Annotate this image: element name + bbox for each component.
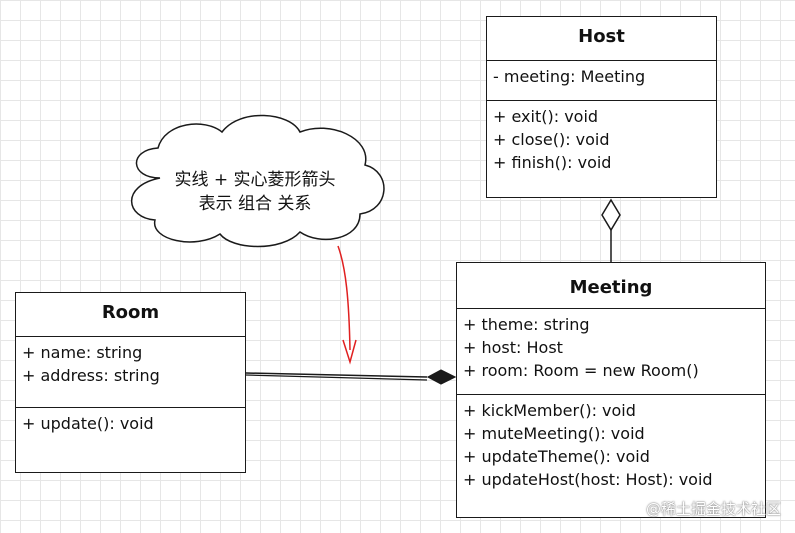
attribute: + name: string (22, 343, 143, 362)
note-line-2: 表示 组合 关系 (198, 194, 312, 214)
class-title: Meeting (457, 263, 765, 309)
watermark: @稀土掘金技术社区 (645, 500, 781, 518)
connector-room-meeting-stroke2 (245, 374, 428, 381)
connector-room-meeting (245, 372, 428, 378)
attributes-section: - meeting: Meeting (487, 61, 716, 101)
composition-diamond-meeting (426, 369, 457, 385)
class-room: Room + name: string + address: string + … (15, 292, 246, 473)
attribute: + address: string (22, 366, 160, 385)
method: + updateTheme(): void (463, 447, 650, 466)
attribute: + room: Room = new Room() (463, 361, 699, 380)
cloud-note-shape (131, 114, 385, 248)
class-title: Host (487, 17, 716, 61)
composition-note: 实线 + 实心菱形箭头 表示 组合 关系 (150, 168, 360, 216)
methods-section: + update(): void (16, 408, 245, 435)
composition-diamond-host (601, 198, 621, 232)
method: + finish(): void (493, 153, 612, 172)
attribute: + host: Host (463, 338, 563, 357)
attributes-section: + name: string + address: string (16, 337, 245, 408)
note-line-1: 实线 + 实心菱形箭头 (174, 170, 336, 190)
class-host: Host - meeting: Meeting + exit(): void +… (486, 16, 717, 198)
method: + update(): void (22, 414, 154, 433)
method: + kickMember(): void (463, 401, 636, 420)
note-arrow (337, 245, 351, 351)
method: + close(): void (493, 130, 610, 149)
method: + updateHost(host: Host): void (463, 470, 713, 489)
method: + muteMeeting(): void (463, 424, 645, 443)
method: + exit(): void (493, 107, 599, 126)
attributes-section: + theme: string + host: Host + room: Roo… (457, 309, 765, 395)
class-title: Room (16, 293, 245, 337)
attribute: + theme: string (463, 315, 590, 334)
methods-section: + kickMember(): void + muteMeeting(): vo… (457, 395, 765, 491)
attribute: - meeting: Meeting (493, 67, 646, 86)
methods-section: + exit(): void + close(): void + finish(… (487, 101, 716, 174)
note-arrow-head (342, 339, 357, 365)
class-meeting: Meeting + theme: string + host: Host + r… (456, 262, 766, 518)
